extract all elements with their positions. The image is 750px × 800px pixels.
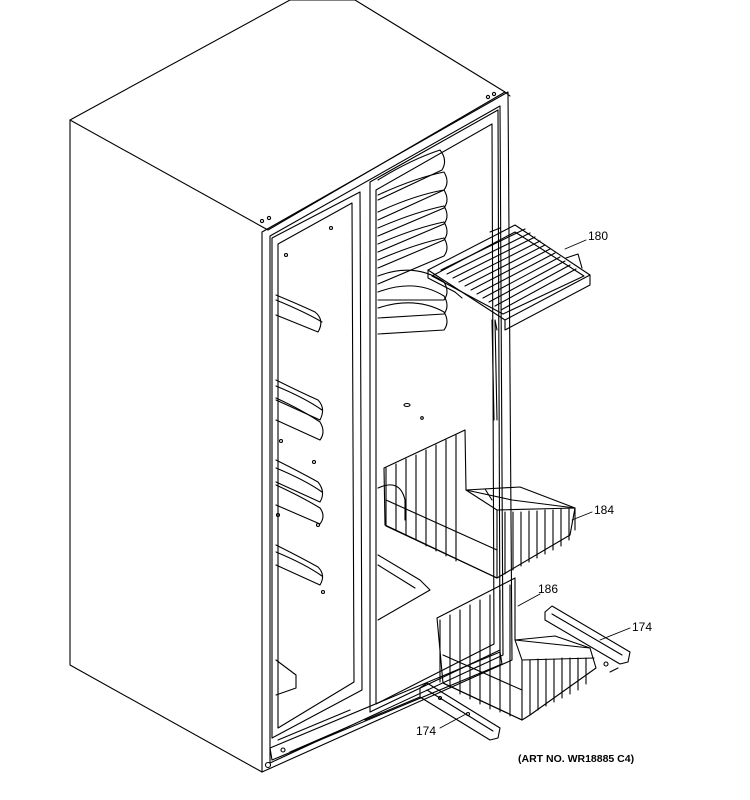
freezer-compartment xyxy=(271,191,363,739)
leader-186 xyxy=(517,593,541,607)
leader-180 xyxy=(564,239,587,250)
callout-180: 180 xyxy=(588,229,609,243)
cabinet-front-frame xyxy=(261,91,513,773)
wire-shelf-180 xyxy=(427,224,591,331)
cabinet-shell xyxy=(69,0,511,773)
wire-basket-186 xyxy=(436,577,597,721)
leader-174-right xyxy=(599,627,631,641)
fresh-food-side-rail xyxy=(491,319,498,421)
art-number: (ART NO. WR18885 C4) xyxy=(518,753,635,765)
fresh-food-shelf-supports xyxy=(377,149,448,621)
callout-186: 186 xyxy=(538,582,559,596)
bottom-grille xyxy=(269,651,503,761)
wire-basket-184 xyxy=(383,429,576,579)
leader-lines xyxy=(439,239,631,729)
slide-rail-174-left xyxy=(419,682,501,741)
freezer-shelf-supports xyxy=(275,225,351,741)
leader-184 xyxy=(571,511,593,521)
callout-184: 184 xyxy=(594,503,615,517)
callout-174-left: 174 xyxy=(416,724,437,738)
leader-174-left xyxy=(439,713,467,729)
slide-rail-174-right xyxy=(544,605,631,673)
callout-174-right: 174 xyxy=(632,620,653,634)
